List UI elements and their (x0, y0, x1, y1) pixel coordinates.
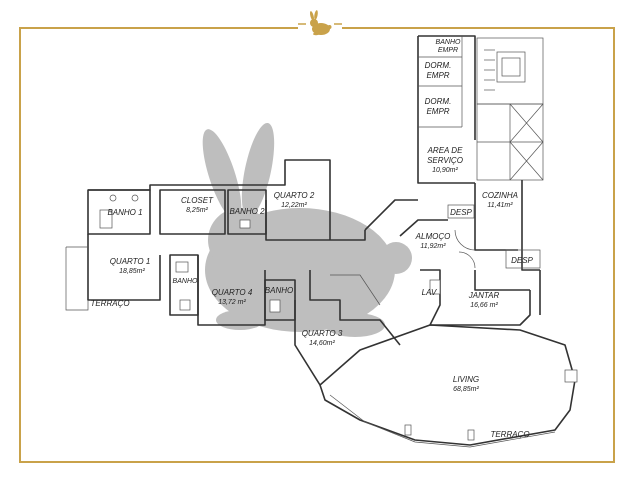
room-quarto-4-area: 13,72 m² (218, 299, 246, 306)
rabbit-silhouette-icon (202, 122, 412, 337)
room-area-servico-line2: SERVIÇO (427, 156, 463, 165)
bedroom-wing-walls (65, 159, 401, 386)
service-wing-walls (417, 35, 544, 184)
rabbit-icon (298, 10, 342, 36)
room-desp-2: DESP (511, 256, 533, 265)
room-living-area: 68,85m² (453, 386, 479, 393)
room-dorm-empr-1-line1: DORM. (425, 61, 452, 70)
room-banho-2: BANHO 2 (229, 207, 265, 216)
room-almoco: ALMOÇO (415, 232, 451, 241)
room-quarto-1-area: 18,85m² (119, 268, 145, 275)
room-terraco-living: TERRAÇO (490, 430, 529, 439)
room-labels: BANHO EMPR DORM. EMPR DORM. EMPR AREA DE… (90, 39, 533, 439)
living-walls (319, 324, 578, 448)
room-jantar-area: 16,66 m² (470, 302, 498, 309)
room-quarto-3: QUARTO 3 (302, 329, 343, 338)
room-banho-empr-line2: EMPR (438, 47, 458, 54)
room-quarto-2-area: 12,22m² (281, 202, 307, 209)
room-quarto-3-area: 14,60m² (309, 340, 335, 347)
room-quarto-2: QUARTO 2 (274, 191, 315, 200)
kitchen-walls (364, 180, 541, 326)
room-banho-4: BANHO (265, 286, 293, 295)
room-area-servico-area: 10,90m² (432, 167, 458, 174)
brand-logo (298, 8, 342, 40)
room-dorm-empr-2-line2: EMPR (426, 107, 449, 116)
room-cozinha-area: 11,41m² (487, 202, 513, 209)
room-desp-1: DESP (450, 208, 472, 217)
room-almoco-area: 11,92m² (420, 243, 446, 250)
room-jantar: JANTAR (468, 291, 500, 300)
room-dorm-empr-2-line1: DORM. (425, 97, 452, 106)
room-living: LIVING (453, 375, 479, 384)
room-banho-empr-line1: BANHO (436, 39, 461, 46)
room-dorm-empr-1-line2: EMPR (426, 71, 449, 80)
room-closet-area: 8,25m² (186, 207, 208, 214)
room-lav: LAV (422, 288, 437, 297)
room-terraco-bedroom: TERRAÇO (90, 299, 129, 308)
room-cozinha: COZINHA (482, 191, 518, 200)
room-area-servico-line1: AREA DE (427, 146, 463, 155)
room-quarto-1: QUARTO 1 (110, 257, 151, 266)
room-banho-1: BANHO 1 (107, 208, 142, 217)
room-quarto-4: QUARTO 4 (212, 288, 253, 297)
room-closet: CLOSET (181, 196, 214, 205)
room-banho-3: BANHO (173, 278, 198, 285)
